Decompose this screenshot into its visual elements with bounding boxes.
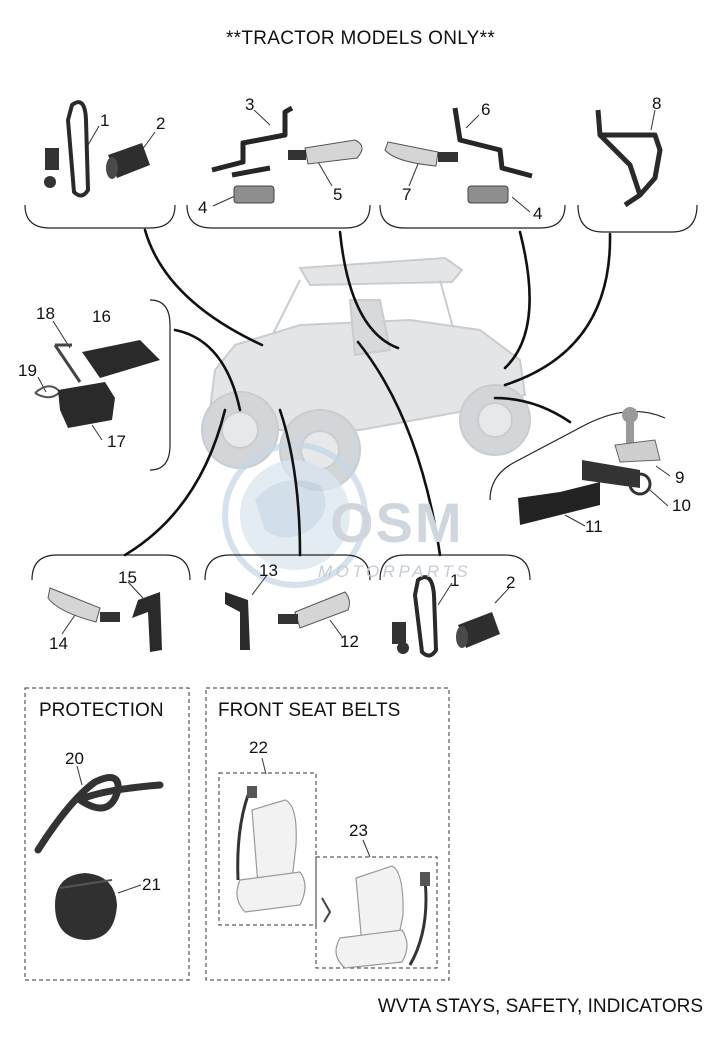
callout-7: 7 [402,185,412,204]
seat-left-frame [218,772,317,926]
seat-belts-frame [205,687,450,981]
callout-16: 16 [92,307,111,326]
callout-22: 22 [249,738,268,757]
dashed-frames [24,687,450,981]
part-spring-clip-19 [34,385,62,399]
callout-15: 15 [118,568,137,587]
leader-3 [503,230,531,370]
callout-19: 19 [18,361,37,380]
leader-5 [173,328,242,412]
part-stay-bracket-3 [211,105,294,178]
part-plate-16 [82,340,160,378]
watermark-globe [222,442,368,588]
callout-2-bottom: 2 [506,573,516,592]
brace-right [489,410,666,501]
part-reflector-4b [467,185,509,204]
leader-8 [278,408,302,557]
part-indicator-14 [47,587,120,623]
leader-9 [356,340,442,557]
part-sleeve-top [106,143,150,179]
part-bracket-13 [225,592,250,650]
vehicle-silhouette [201,256,531,491]
brace-top-3 [379,204,566,229]
protection-frame [24,687,190,981]
part-tow-ring-10 [582,460,652,496]
leader-1 [143,228,264,347]
callout-3: 3 [245,95,255,114]
seat-right-frame [315,856,438,969]
page-title: **TRACTOR MODELS ONLY** [225,28,496,49]
callout-6: 6 [481,100,491,119]
part-bracket-15 [132,592,162,652]
callout-12: 12 [340,632,359,651]
watermark-logo-text: OSM [330,491,464,554]
callout-2-top: 2 [156,114,166,133]
part-sleeve-bottom [456,612,500,648]
leader-lines [123,228,612,557]
part-receiver-11 [518,482,600,525]
watermark-sub-text: MOTORPARTS [318,562,472,581]
part-bracket-17 [58,382,115,428]
diagram-caption: WVTA STAYS, SAFETY, INDICATORS [377,996,703,1017]
brace-bottom-3 [379,554,531,581]
leader-4 [503,232,612,387]
part-plate-bracket-8 [595,109,663,208]
part-reflector-4a [233,185,275,204]
leader-7 [123,408,227,557]
callout-4-left: 4 [198,198,208,217]
brace-bottom-1 [31,554,191,581]
callout-18: 18 [36,304,55,323]
callout-1-top: 1 [100,111,110,130]
part-indicator-12 [278,591,350,629]
callout-13: 13 [259,561,278,580]
callout-11: 11 [585,517,603,536]
part-mirror-bottom [392,575,439,658]
braces [24,204,698,581]
callout-17: 17 [107,432,126,451]
callout-21: 21 [142,875,161,894]
part-protective-hose-20 [34,774,164,854]
part-mirror-top [44,100,91,198]
part-indicator-7 [384,141,458,167]
section-label-front-seat-belts: FRONT SEAT BELTS [218,700,401,721]
leader-6 [493,396,572,424]
callout-1-bottom: 1 [450,571,460,590]
callout-9: 9 [675,468,685,487]
leader-2 [338,230,400,350]
callout-4-right: 4 [533,204,543,223]
part-tow-ball-9 [614,407,661,463]
callout-20: 20 [65,749,84,768]
brace-top-2 [186,204,371,229]
callout-10: 10 [672,496,691,515]
callout-5: 5 [333,185,343,204]
part-stay-bracket-6 [452,107,533,179]
callout-8: 8 [652,94,662,113]
section-label-protection: PROTECTION [39,700,164,721]
part-seat-23 [321,865,430,969]
brace-top-4 [577,204,698,233]
part-seat-22 [236,786,306,913]
callout-14: 14 [49,634,68,653]
part-protective-cap-21 [55,873,117,940]
brace-top-1 [24,204,176,229]
brace-bottom-2 [204,554,371,581]
callout-23: 23 [349,821,368,840]
brace-left [149,299,171,471]
part-indicator-5 [288,139,363,165]
part-hitch-pin-18 [53,343,82,383]
